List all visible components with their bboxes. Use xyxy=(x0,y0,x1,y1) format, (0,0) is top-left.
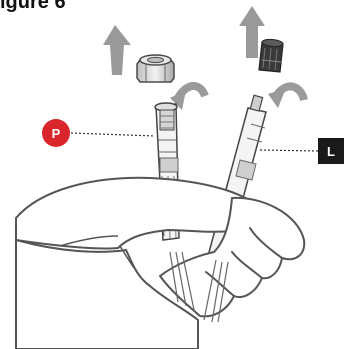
p-leader-line xyxy=(71,133,155,136)
curved-arrow-icon-right xyxy=(268,86,304,108)
l-callout-label: L xyxy=(327,144,335,159)
l-callout-badge: L xyxy=(318,138,344,164)
p-callout-badge: P xyxy=(42,119,70,147)
l-leader-line xyxy=(260,150,318,151)
hand-outline xyxy=(16,178,304,349)
presta-valve-cap xyxy=(137,55,174,82)
schrader-valve-cap xyxy=(259,39,283,72)
p-callout-label: P xyxy=(52,126,61,141)
up-arrow-icon-left xyxy=(103,25,131,75)
